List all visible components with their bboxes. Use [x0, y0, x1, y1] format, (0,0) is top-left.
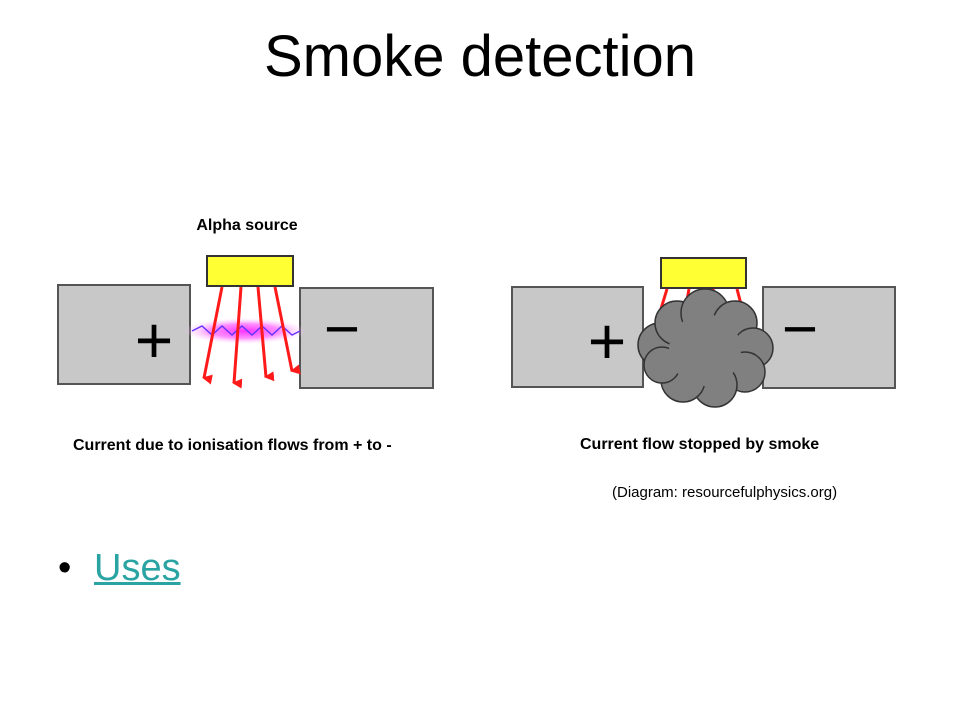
right-caption: Current flow stopped by smoke	[580, 436, 819, 453]
diagram-credit: (Diagram: resourcefulphysics.org)	[612, 484, 837, 501]
left-alpha-source	[206, 255, 294, 287]
left-plus-sign: +	[135, 303, 174, 377]
smoke-cloud	[637, 288, 774, 408]
right-diagram: + − Current flow stopped by smoke	[511, 257, 896, 453]
left-minus-sign: −	[324, 295, 360, 364]
alpha-particle-arrows	[202, 286, 301, 389]
right-alpha-source	[660, 257, 747, 289]
left-positive-plate	[57, 284, 191, 385]
left-negative-plate	[299, 287, 434, 389]
right-minus-sign: −	[782, 295, 818, 364]
slide-title: Smoke detection	[263, 24, 697, 89]
alpha-arrow	[256, 286, 275, 382]
right-plus-sign: +	[588, 304, 627, 378]
left-diagram: Alpha source + − Current due to ionisati…	[57, 217, 434, 454]
alpha-arrow	[273, 286, 301, 375]
bullet-list: • Uses	[58, 540, 181, 596]
alpha-source-label: Alpha source	[196, 217, 297, 234]
alpha-arrow	[232, 286, 243, 389]
left-caption: Current due to ionisation flows from + t…	[73, 437, 392, 454]
uses-link[interactable]: Uses	[94, 547, 181, 589]
alpha-arrow	[202, 286, 224, 385]
bullet-dot: •	[58, 547, 72, 589]
